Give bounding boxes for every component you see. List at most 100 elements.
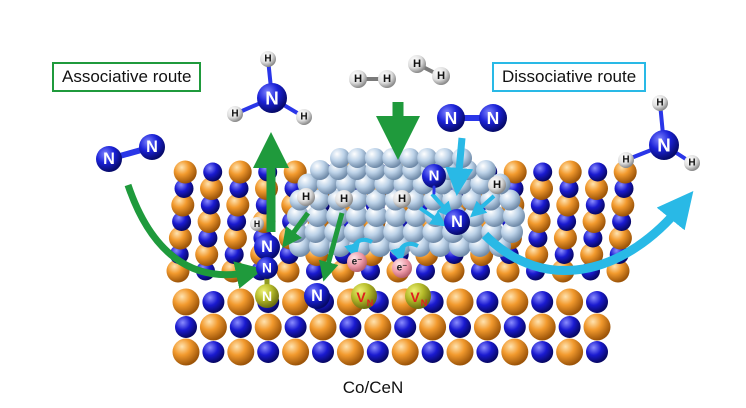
cobalt-atom [382, 148, 403, 168]
ce-lattice-atom [195, 243, 219, 266]
hydrogen-atom: H [260, 51, 276, 67]
n-lattice-atom [588, 162, 608, 182]
ce-lattice-atom [336, 338, 364, 366]
ce-lattice-atom [528, 313, 556, 341]
ce-lattice-atom [173, 160, 197, 184]
ce-lattice-atom [582, 210, 606, 233]
ce-lattice-atom [226, 193, 250, 217]
nitrogen-label: N [146, 138, 158, 156]
filled-vacancy-nitrogen: N [255, 284, 279, 308]
hydrogen-label: H [383, 73, 391, 85]
ce-lattice-atom [168, 226, 192, 250]
ce-lattice-atom [496, 259, 520, 283]
h-transfer-arrow-3 [470, 194, 496, 218]
h-transfer-arrow-2 [318, 212, 345, 282]
ce-lattice-atom [172, 338, 200, 366]
ce-lattice-atom [419, 313, 447, 341]
nitrogen-label: N [657, 135, 671, 156]
hydrogen-atom: H [250, 217, 264, 231]
ce-lattice-atom [583, 313, 611, 341]
n-lattice-atom [533, 162, 553, 182]
hydrogen-label: H [413, 58, 421, 70]
cobalt-atom [417, 148, 438, 168]
n-lattice-atom [528, 228, 548, 248]
n-lattice-atom [586, 341, 608, 363]
cobalt-atom [347, 148, 368, 168]
nitrogen-label: N [261, 238, 273, 256]
cobalt-atom [343, 221, 366, 243]
n-lattice-atom [198, 228, 218, 248]
vacancy-label: V [410, 289, 420, 305]
ce-lattice-atom [364, 313, 392, 341]
cobalt-atom [326, 205, 349, 227]
hydrogen-label: H [398, 193, 406, 205]
cobalt-atom [365, 205, 388, 227]
n-lattice-atom [583, 228, 603, 248]
nitrogen-label: N [262, 261, 272, 276]
ce-lattice-atom [254, 313, 282, 341]
ce-lattice-atom [580, 243, 604, 266]
cobalt-atom [501, 221, 523, 243]
electron: e⁻ [392, 258, 412, 278]
ce-lattice-atom [228, 160, 252, 184]
n-lattice-atom [612, 212, 632, 231]
n-lattice-atom [229, 179, 249, 198]
associative-route-text: Associative route [62, 67, 192, 86]
lattice-nitrogen: N [304, 283, 330, 309]
hydrogen-atom: H [296, 109, 312, 125]
ce-lattice-atom [227, 288, 255, 316]
ce-lattice-atom [606, 259, 630, 283]
ce-lattice-atom [223, 226, 247, 250]
hydrogen-atom: H [297, 188, 315, 206]
n-lattice-atom [224, 245, 244, 264]
adsorbed-nitrogen: N [256, 257, 278, 279]
n-lattice-atom [471, 261, 490, 281]
cobalt-atom [383, 221, 406, 243]
hydrogen-label: H [340, 193, 348, 205]
hydrogen-label: H [437, 70, 445, 82]
hydrogen-atom: H [335, 190, 353, 208]
n-lattice-atom [476, 291, 499, 313]
hydrogen-atom: H [684, 155, 700, 171]
hydrogen-label: H [622, 155, 629, 166]
cobalt-atom [345, 205, 368, 227]
ce-lattice-atom [611, 193, 635, 217]
nitrogen-atom: N [649, 130, 679, 160]
dissociated-nitrogen: N [444, 209, 470, 235]
ce-lattice-atom [172, 288, 200, 316]
ce-lattice-atom [558, 160, 582, 184]
ce-lattice-atom [171, 193, 195, 217]
n-transfer-arrow [430, 192, 454, 218]
n-lattice-atom [557, 212, 577, 231]
ce-lattice-atom [227, 338, 255, 366]
ce-lattice-atom [473, 313, 501, 341]
adsorbed-nitrogen: N [254, 234, 280, 260]
ce-lattice-atom [556, 338, 584, 366]
hydrogen-atom: H [349, 70, 367, 88]
associative-route-label: Associative route [52, 62, 202, 92]
ce-lattice-atom [199, 313, 227, 341]
n-lattice-atom [312, 341, 334, 363]
dissociative-route-label: Dissociative route [492, 62, 647, 92]
n-lattice-atom [531, 291, 554, 313]
cobalt-atom [306, 205, 329, 227]
electron-label: e⁻ [352, 257, 363, 268]
n-lattice-atom [449, 316, 471, 338]
n-lattice-atom [530, 195, 550, 215]
n-lattice-atom [202, 291, 225, 313]
n-lattice-atom [366, 341, 389, 363]
h-transfer-arrow-1 [282, 211, 311, 249]
ce-lattice-atom [309, 313, 337, 341]
vacancy-nitrogen-label: N [262, 288, 272, 304]
cobalt-atom [346, 189, 368, 211]
ce-lattice-atom [391, 338, 419, 366]
n-lattice-atom [421, 341, 444, 363]
hydrogen-atom: H [393, 190, 411, 208]
hydrogen-label: H [354, 73, 362, 85]
ce-lattice-atom [200, 177, 223, 200]
ce-lattice-atom [608, 226, 632, 250]
ce-lattice-atom [282, 338, 310, 366]
cobalt-atom [503, 205, 525, 227]
